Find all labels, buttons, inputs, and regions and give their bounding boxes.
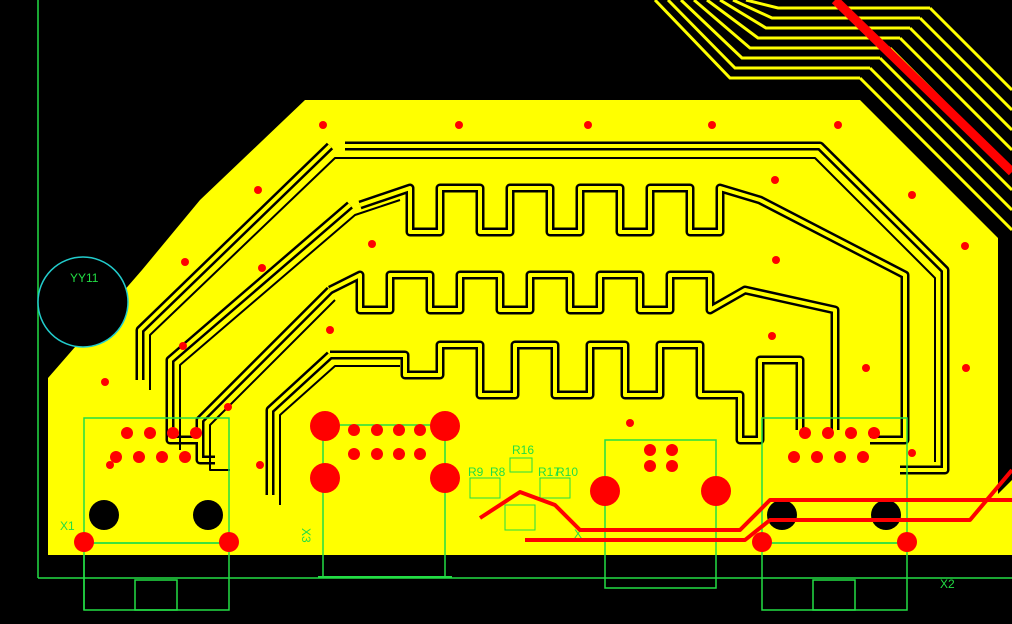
round-pad-icon <box>834 451 846 463</box>
connector-x1[interactable]: X1 <box>60 417 239 611</box>
via-dot-icon <box>862 364 870 372</box>
round-pad-icon <box>310 463 340 493</box>
r10-label: R10 <box>556 465 578 479</box>
round-pad-icon <box>190 427 202 439</box>
round-pad-icon <box>414 424 426 436</box>
via-dot-icon <box>768 332 776 340</box>
round-pad-icon <box>156 451 168 463</box>
round-pad-icon <box>666 460 678 472</box>
board-outline <box>37 0 1012 579</box>
round-pad-icon <box>430 463 460 493</box>
round-pad-icon <box>393 448 405 460</box>
meander-traces <box>135 141 950 505</box>
round-pad-icon <box>110 451 122 463</box>
round-pad-icon <box>121 427 133 439</box>
via-dot-icon <box>368 240 376 248</box>
via-dot-icon <box>584 121 592 129</box>
via-dot-icon <box>254 186 262 194</box>
via-dot-icon <box>101 378 109 386</box>
connector-x3[interactable]: X3 <box>299 411 460 578</box>
round-pad-icon <box>414 448 426 460</box>
connector-x2-label: X2 <box>940 577 955 591</box>
round-pad-icon <box>371 424 383 436</box>
r8-label: R8 <box>490 465 506 479</box>
connector-x1-label: X1 <box>60 519 75 533</box>
round-pad-icon <box>822 427 834 439</box>
via-dot-icon <box>455 121 463 129</box>
via-dots <box>101 121 970 469</box>
round-pad-icon <box>868 427 880 439</box>
drill-hole <box>767 500 797 530</box>
drill-hole <box>89 500 119 530</box>
round-pad-icon <box>590 476 620 506</box>
via-dot-icon <box>708 121 716 129</box>
via-dot-icon <box>834 121 842 129</box>
round-pad-icon <box>371 448 383 460</box>
via-dot-icon <box>908 191 916 199</box>
via-dot-icon <box>224 403 232 411</box>
via-dot-icon <box>772 256 780 264</box>
mount-hole-yy11[interactable]: YY11 <box>37 256 129 348</box>
via-dot-icon <box>908 449 916 457</box>
r9-label: R9 <box>468 465 484 479</box>
round-pad-icon <box>179 451 191 463</box>
round-pad-icon <box>752 532 772 552</box>
red-bottom-traces <box>478 468 1012 542</box>
round-pad-icon <box>144 427 156 439</box>
via-dot-icon <box>258 264 266 272</box>
via-dot-icon <box>626 419 634 427</box>
via-dot-icon <box>771 176 779 184</box>
diagonal-bus-traces <box>653 0 1012 232</box>
connector-x4[interactable]: X <box>574 439 731 589</box>
connector-x2[interactable]: X2 <box>752 417 955 611</box>
copper-pour <box>48 100 1012 555</box>
round-pad-icon <box>644 460 656 472</box>
drill-hole <box>871 500 901 530</box>
drill-hole <box>193 500 223 530</box>
via-dot-icon <box>319 121 327 129</box>
circle-hole-icon <box>37 256 129 348</box>
via-dot-icon <box>106 461 114 469</box>
round-pad-icon <box>430 411 460 441</box>
mount-hole-label: YY11 <box>70 271 99 285</box>
round-pad-icon <box>167 427 179 439</box>
via-dot-icon <box>962 364 970 372</box>
round-pad-icon <box>348 424 360 436</box>
connector-x3-label: X3 <box>299 528 313 543</box>
via-dot-icon <box>326 326 334 334</box>
via-dot-icon <box>961 242 969 250</box>
resistor-cluster[interactable]: R16 R9 R8 R17 R10 <box>468 443 578 531</box>
via-dot-icon <box>256 461 264 469</box>
round-pad-icon <box>310 411 340 441</box>
via-dot-icon <box>179 342 187 350</box>
round-pad-icon <box>788 451 800 463</box>
round-pad-icon <box>348 448 360 460</box>
round-pad-icon <box>219 532 239 552</box>
round-pad-icon <box>897 532 917 552</box>
round-pad-icon <box>644 444 656 456</box>
round-pad-icon <box>845 427 857 439</box>
round-pad-icon <box>393 424 405 436</box>
round-pad-icon <box>799 427 811 439</box>
round-pad-icon <box>74 532 94 552</box>
round-pad-icon <box>666 444 678 456</box>
round-pad-icon <box>701 476 731 506</box>
round-pad-icon <box>857 451 869 463</box>
r17-label: R17 <box>538 465 560 479</box>
r16-label: R16 <box>512 443 534 457</box>
via-dot-icon <box>181 258 189 266</box>
connector-x4-label: X <box>574 527 582 541</box>
round-pad-icon <box>811 451 823 463</box>
round-pad-icon <box>133 451 145 463</box>
